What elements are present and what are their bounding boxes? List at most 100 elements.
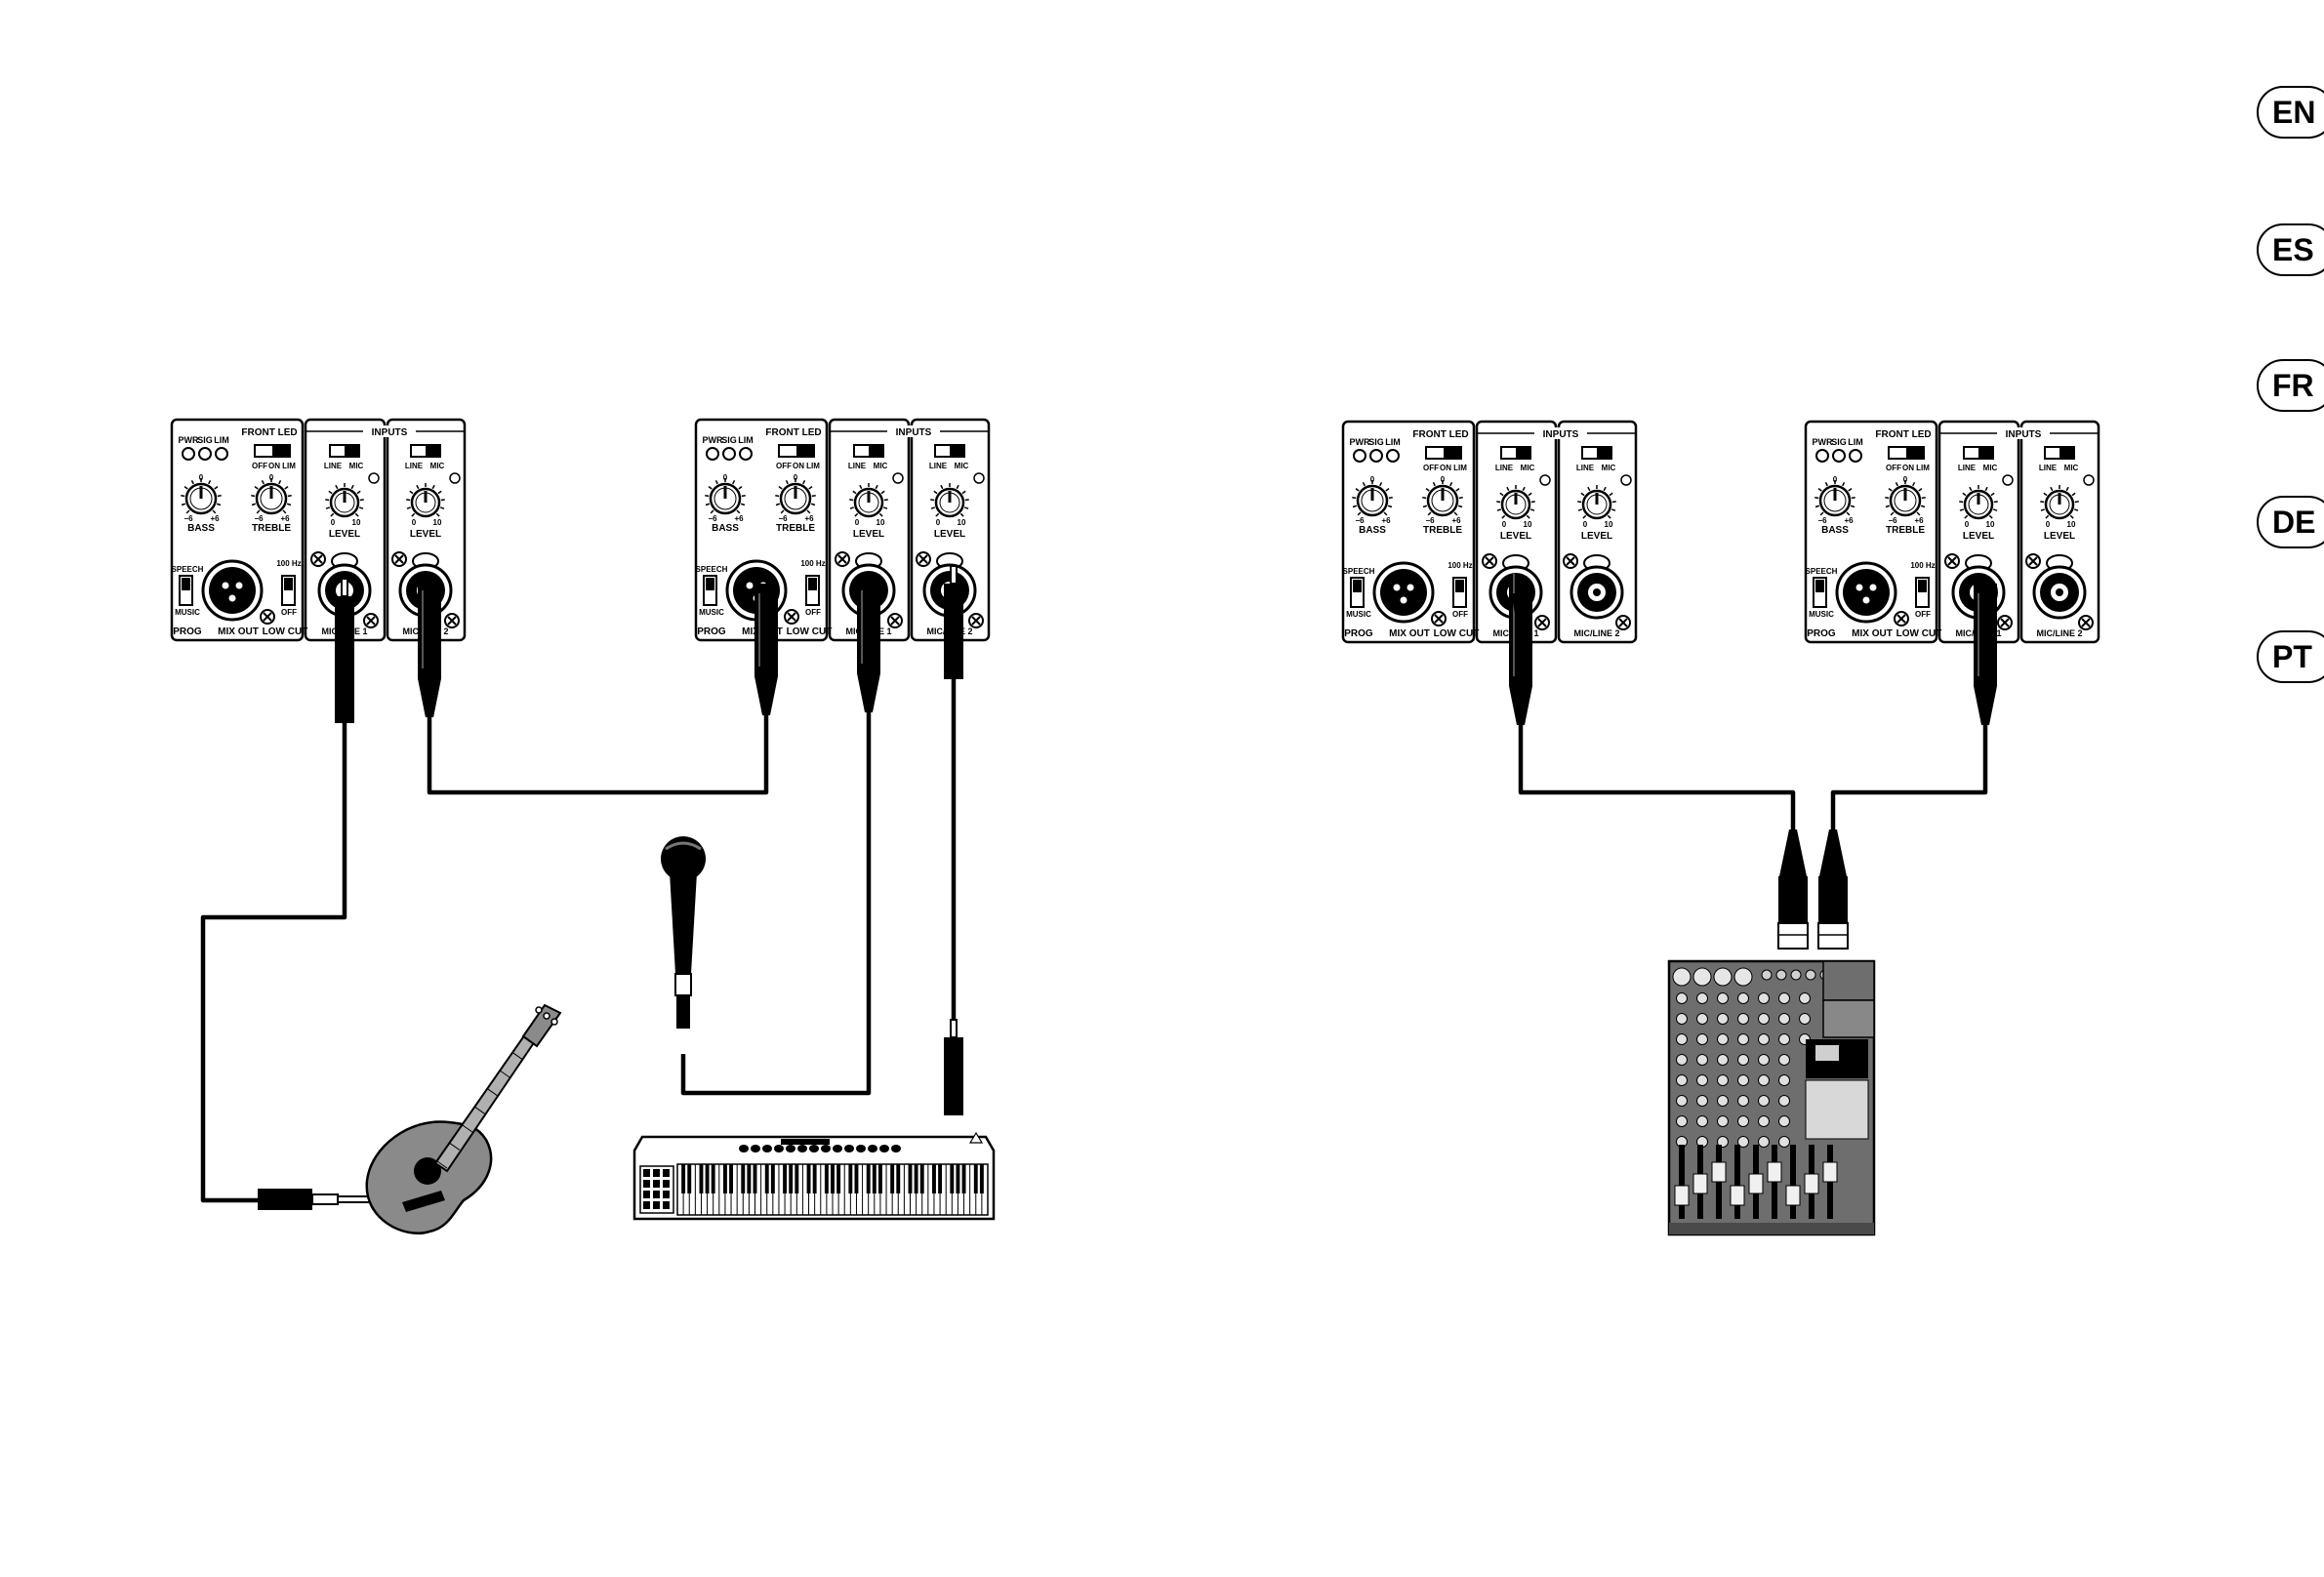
guitar-cable [200, 673, 347, 1203]
bass-label: BASS [1359, 525, 1386, 536]
mix-out-label: MIX OUT [218, 627, 259, 637]
led-label-sig: SIG [1368, 437, 1384, 447]
treble-min: −6 [1888, 516, 1897, 525]
led-indicator [1849, 449, 1862, 463]
level-max: 10 [1524, 520, 1532, 529]
mix-out-label: MIX OUT [1852, 628, 1893, 639]
line-label: LINE [2039, 464, 2058, 472]
bass-zero: 0 [723, 473, 728, 482]
line-label: LINE [848, 462, 867, 470]
line-label: LINE [1576, 464, 1595, 472]
led-switch-label: LIM [1453, 464, 1467, 472]
led-label-sig: SIG [1831, 437, 1847, 447]
low-cut-freq-label: 100 Hz [276, 559, 301, 568]
line-label: LINE [1958, 464, 1977, 472]
mix-out-label: MIX OUT [1389, 628, 1430, 639]
xlr-jack[interactable] [209, 567, 256, 614]
music-label: MUSIC [1346, 610, 1371, 619]
treble-label: TREBLE [252, 523, 291, 534]
language-tab-pt[interactable]: PT [2257, 630, 2324, 683]
bass-min: −6 [1817, 516, 1827, 525]
level-min: 0 [412, 518, 417, 527]
clip-led [1620, 474, 1632, 486]
led-switch-label: ON [268, 462, 280, 470]
mic-label: MIC [1521, 464, 1535, 472]
level-min: 0 [936, 518, 941, 527]
level-label: LEVEL [329, 529, 360, 540]
xlr-plug-4 [1974, 584, 1997, 725]
led-indicator [215, 447, 228, 461]
language-tab-en[interactable]: EN [2257, 86, 2324, 139]
treble-label: TREBLE [1886, 525, 1925, 536]
treble-zero: 0 [1903, 475, 1908, 484]
led-indicator [198, 447, 212, 461]
mixer-cable-2 [1830, 703, 1988, 834]
mic-label: MIC [2064, 464, 2079, 472]
level-max: 10 [877, 518, 885, 527]
acoustic-guitar [365, 1003, 562, 1234]
led-label-sig: SIG [721, 435, 737, 445]
bass-max: +6 [734, 514, 744, 523]
prog-label: PROG [1344, 628, 1373, 639]
keyboard [632, 1131, 996, 1221]
low-cut-label: LOW CUT [263, 627, 308, 637]
low-cut-label: LOW CUT [787, 627, 833, 637]
clip-led [2083, 474, 2095, 486]
keyboard-jack-plug [944, 565, 963, 679]
speech-label: SPEECH [696, 565, 728, 574]
level-min: 0 [1502, 520, 1507, 529]
clip-led [368, 472, 380, 484]
clip-led [2002, 474, 2014, 486]
xlr-jack[interactable] [1380, 569, 1427, 616]
bass-min: −6 [183, 514, 193, 523]
led-indicator [739, 447, 753, 461]
level-max: 10 [433, 518, 442, 527]
speech-label: SPEECH [1343, 567, 1375, 576]
low-cut-off-label: OFF [281, 608, 297, 617]
led-switch-label: LIM [282, 462, 296, 470]
language-tab-fr[interactable]: FR [2257, 359, 2324, 412]
treble-label: TREBLE [1423, 525, 1462, 536]
language-tab-de[interactable]: DE [2257, 496, 2324, 548]
line-label: LINE [1495, 464, 1514, 472]
clip-led [892, 472, 904, 484]
mic-label: MIC [430, 462, 445, 470]
xlr-jack[interactable] [1843, 569, 1890, 616]
led-switch-label: ON [793, 462, 804, 470]
led-switch-label: OFF [776, 462, 792, 470]
led-label-pwr: PWR [1350, 437, 1370, 447]
prog-label: PROG [173, 627, 202, 637]
line-label: LINE [324, 462, 343, 470]
microphone-xlr-plug [857, 581, 880, 712]
low-cut-off-label: OFF [1452, 610, 1468, 619]
bass-min: −6 [708, 514, 717, 523]
led-indicator [1815, 449, 1829, 463]
led-label-pwr: PWR [703, 435, 723, 445]
level-max: 10 [958, 518, 966, 527]
low-cut-freq-label: 100 Hz [1910, 561, 1935, 570]
level-min: 0 [1965, 520, 1970, 529]
led-switch-label: OFF [1886, 464, 1901, 472]
inputs-label: INPUTS [896, 427, 932, 438]
front-led-label: FRONT LED [241, 427, 297, 438]
level-max: 10 [1986, 520, 1995, 529]
mic-label: MIC [955, 462, 969, 470]
speech-label: SPEECH [172, 565, 204, 574]
treble-min: −6 [778, 514, 788, 523]
language-tab-es[interactable]: ES [2257, 223, 2324, 276]
led-indicator [706, 447, 719, 461]
treble-max: +6 [1914, 516, 1924, 525]
low-cut-freq-label: 100 Hz [1447, 561, 1472, 570]
level-max: 10 [1605, 520, 1613, 529]
level-label: LEVEL [1500, 531, 1531, 542]
inputs-label: INPUTS [372, 427, 408, 438]
keyboard-jack-plug-end [944, 1019, 963, 1115]
led-indicator [1353, 449, 1366, 463]
clip-led [449, 472, 461, 484]
led-switch-label: OFF [1423, 464, 1439, 472]
led-indicator [1832, 449, 1846, 463]
led-label-lim: LIM [1385, 437, 1401, 447]
led-switch-label: LIM [806, 462, 820, 470]
